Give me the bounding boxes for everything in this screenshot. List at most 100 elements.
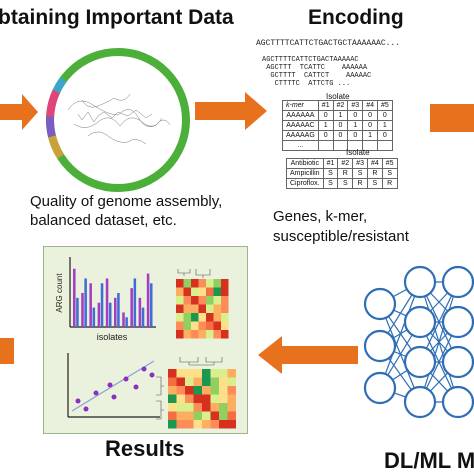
header-cell: #4 <box>366 158 383 169</box>
heatmap-cell <box>213 287 221 296</box>
amr-table-isolate-label: Isolate <box>346 148 370 157</box>
table-cell: AAAAAC <box>282 120 319 131</box>
bar <box>73 268 76 327</box>
heatmap-cell <box>198 296 206 305</box>
table-cell: R <box>352 178 368 189</box>
table-cell <box>376 140 393 151</box>
table-cell: Ciproflox. <box>286 178 324 189</box>
network-node <box>363 371 397 405</box>
heatmap-cell <box>183 287 191 296</box>
heatmap-cell <box>198 330 206 339</box>
arrow-right-icon <box>0 94 38 130</box>
heatmap-cell <box>176 369 185 378</box>
bar <box>133 278 137 327</box>
table-cell: 0 <box>376 130 393 141</box>
heatmap-cell <box>213 296 221 305</box>
bar <box>130 288 133 327</box>
heatmap-cell <box>176 386 185 395</box>
heatmap-cell <box>168 369 177 378</box>
heatmap-top <box>176 269 229 339</box>
table-row: ... <box>282 140 393 151</box>
heatmap-cell <box>202 394 211 403</box>
heatmap-cell <box>185 420 194 429</box>
bar <box>89 283 92 327</box>
heatmap-cell <box>185 386 194 395</box>
heatmap-cell <box>221 287 229 296</box>
bar <box>105 278 109 327</box>
full-sequence: AGCTTTTCATTCTGACTGCTAAAAAAC... <box>256 39 401 48</box>
bar <box>108 302 112 327</box>
bar <box>122 312 125 327</box>
heatmap-cell <box>219 386 228 395</box>
heatmap-cell <box>183 321 191 330</box>
kmer-line: CTTTTC ATTCTG ... <box>262 80 351 88</box>
heatmap-cell <box>202 411 211 420</box>
heatmap-cell <box>221 330 229 339</box>
bar <box>141 307 145 327</box>
header-cell: Antibiotic <box>286 158 324 169</box>
table-header-row: k-mer #1 #2 #3 #4 #5 <box>282 100 393 111</box>
model-stage-title: DL/ML M <box>384 448 474 473</box>
table-cell: S <box>352 168 368 179</box>
table-row: AAAAAC 1 0 1 0 1 <box>282 120 393 131</box>
genome-circle <box>46 48 190 192</box>
heatmap-cell <box>176 377 185 386</box>
kmer-line: AGCTTT TCATTC AAAAAA <box>262 64 368 72</box>
heatmap-cell <box>221 304 229 313</box>
heatmap-cell <box>206 287 214 296</box>
heatmap-cell <box>227 420 236 429</box>
assembly-graph <box>67 93 171 145</box>
network-node <box>441 385 474 419</box>
heatmap-cell <box>227 377 236 386</box>
heatmap-cell <box>176 321 184 330</box>
table-cell: S <box>366 178 383 189</box>
neural-network-diagram <box>363 265 474 419</box>
table-row: AAAAAG 0 0 0 1 0 <box>282 130 393 141</box>
table-row: Ciproflox. S S R S R <box>286 178 398 189</box>
heatmap-cell <box>221 313 229 322</box>
heatmap-cell <box>191 287 199 296</box>
heatmap-cell <box>219 403 228 412</box>
heatmap-cell <box>176 287 184 296</box>
heatmap-cell <box>176 296 184 305</box>
bar <box>146 273 150 327</box>
kmer-split: AGCTTTTCATTCTGACTAAAAAC AGCTTT TCATTC AA… <box>262 56 371 88</box>
table-cell: 0 <box>347 130 364 141</box>
arrow-right-icon <box>430 104 474 132</box>
heatmap-cell <box>227 394 236 403</box>
heatmap-cells <box>176 279 229 339</box>
bar <box>138 297 142 327</box>
heatmap-cell <box>198 279 206 288</box>
heatmap-cell <box>202 369 211 378</box>
data-caption-line-2: balanced dataset, etc. <box>30 212 177 229</box>
header-cell: #4 <box>362 100 378 111</box>
table-cell: 1 <box>347 120 364 131</box>
table-cell <box>317 140 334 151</box>
bar <box>76 297 79 327</box>
bar-chart: ARG count isolates <box>55 257 156 342</box>
heatmap-cell <box>202 403 211 412</box>
heatmap-cell <box>191 313 199 322</box>
network-node <box>403 385 437 419</box>
heatmap-cell <box>206 296 214 305</box>
heatmap-cell <box>206 279 214 288</box>
heatmap-bottom <box>156 357 236 429</box>
heatmap-cell <box>191 296 199 305</box>
table-cell: R <box>381 178 398 189</box>
heatmap-cell <box>221 321 229 330</box>
bar <box>125 317 128 327</box>
table-cell: S <box>322 178 339 189</box>
heatmap-cell <box>176 411 185 420</box>
heatmap-cell <box>168 403 177 412</box>
table-cell: S <box>337 178 354 189</box>
table-cell: 1 <box>332 110 349 121</box>
encoding-caption-line-2: susceptible/resistant <box>273 228 409 245</box>
heatmap-cell <box>185 377 194 386</box>
heatmap-cell <box>213 321 221 330</box>
encoding-stage-title: Encoding <box>308 6 404 29</box>
dendrogram <box>156 357 223 420</box>
heatmap-cell <box>183 304 191 313</box>
heatmap-cell <box>193 411 202 420</box>
network-edge <box>419 281 459 403</box>
header-cell: #3 <box>352 158 368 169</box>
